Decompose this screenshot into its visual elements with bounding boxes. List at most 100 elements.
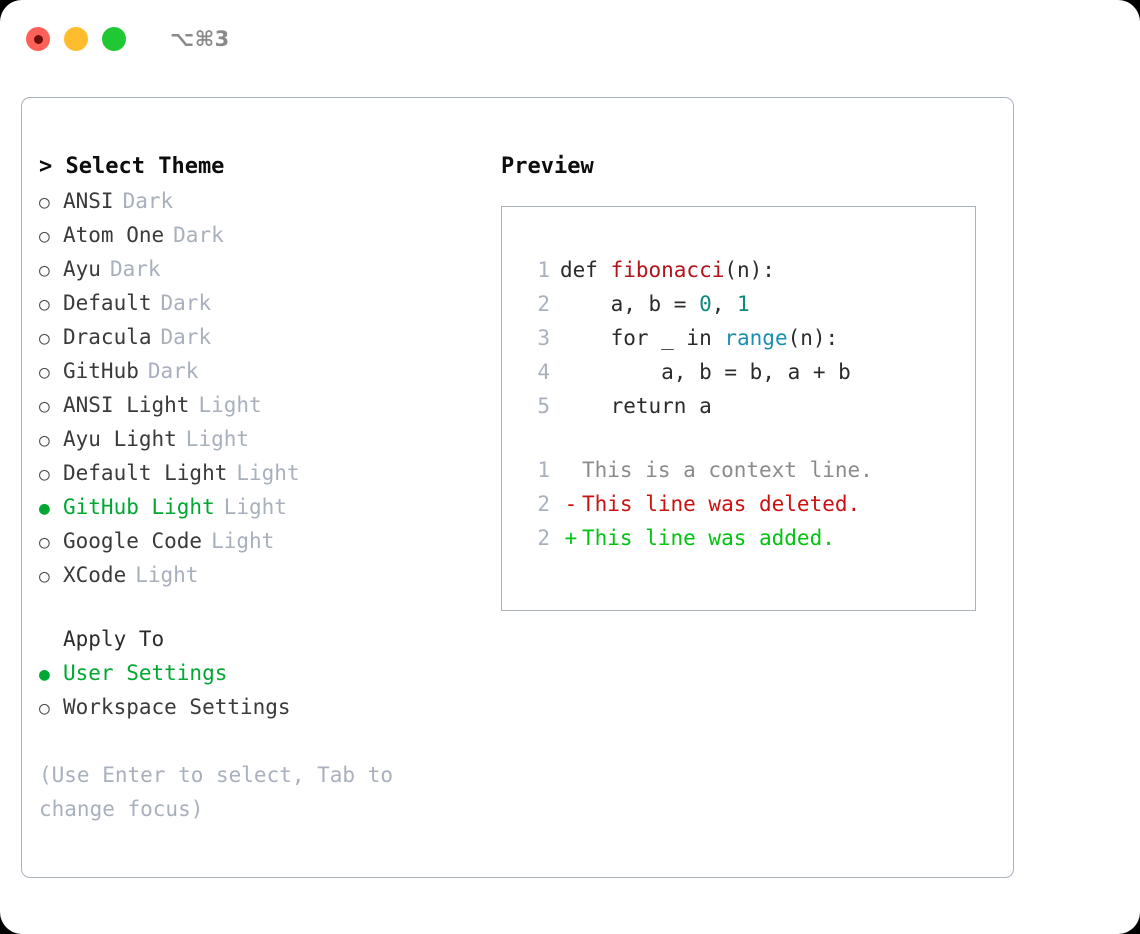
radio-unselected-icon: ○ xyxy=(39,328,50,349)
theme-option-tag: Light xyxy=(185,427,250,451)
section-spacer xyxy=(39,592,489,622)
code-token-plain: for _ in xyxy=(560,326,725,350)
theme-option-default-light[interactable]: ○ Default Light Light xyxy=(39,456,489,490)
theme-option-tag: Dark xyxy=(173,223,224,247)
theme-option-ayu-light[interactable]: ○ Ayu Light Light xyxy=(39,422,489,456)
code-line: 2 a, b = 0, 1 xyxy=(522,287,975,321)
diff-sample: 1 This is a context line.2-This line was… xyxy=(522,453,975,555)
window-controls xyxy=(26,27,126,51)
code-line-number: 3 xyxy=(537,326,550,350)
maximize-button-icon[interactable] xyxy=(102,27,126,51)
diff-line-context: 1 This is a context line. xyxy=(522,453,975,487)
radio-unselected-icon: ○ xyxy=(39,430,50,451)
apply-to-option-user-settings[interactable]: ● User Settings xyxy=(39,656,489,690)
keyboard-shortcut-label: ⌥⌘3 xyxy=(170,27,230,51)
apply-to-list[interactable]: ● User Settings ○ Workspace Settings xyxy=(39,656,489,724)
code-line-number: 4 xyxy=(537,360,550,384)
code-token-plain: (n): xyxy=(787,326,839,350)
apply-to-option-label: Workspace Settings xyxy=(63,695,291,719)
diff-line-text: This line was added. xyxy=(582,526,835,550)
radio-unselected-icon: ○ xyxy=(39,532,50,553)
code-token-plain: a, b = b, a + b xyxy=(560,360,851,384)
theme-option-label: GitHub Light xyxy=(63,495,215,519)
radio-unselected-icon: ○ xyxy=(39,396,50,417)
code-token-num: 0 xyxy=(699,292,712,316)
apply-to-title: Apply To xyxy=(63,627,165,651)
code-token-fn: fibonacci xyxy=(610,258,725,282)
theme-option-atom-one[interactable]: ○ Atom One Dark xyxy=(39,218,489,252)
theme-option-label: ANSI xyxy=(63,189,114,213)
theme-option-label: Google Code xyxy=(63,529,203,553)
theme-option-tag: Dark xyxy=(160,291,212,315)
diff-line-number: 2 xyxy=(537,526,550,550)
radio-unselected-icon: ○ xyxy=(39,566,50,587)
theme-option-label: Dracula xyxy=(63,325,152,349)
diff-line-text: This line was deleted. xyxy=(582,492,861,516)
theme-list-header: > Select Theme xyxy=(39,154,225,179)
theme-option-dracula[interactable]: ○ Dracula Dark xyxy=(39,320,489,354)
code-token-num: 1 xyxy=(737,292,750,316)
code-line: 5 return a xyxy=(522,389,975,423)
minimize-button-icon[interactable] xyxy=(64,27,88,51)
theme-option-label: Default xyxy=(63,291,152,315)
theme-option-label: ANSI Light xyxy=(63,393,190,417)
radio-unselected-icon: ○ xyxy=(39,192,50,213)
close-button-icon[interactable] xyxy=(26,27,50,51)
diff-spacer xyxy=(522,423,975,453)
theme-option-xcode[interactable]: ○ XCode Light xyxy=(39,558,489,592)
apply-to-option-label: User Settings xyxy=(63,661,228,685)
radio-unselected-icon: ○ xyxy=(39,362,50,383)
theme-option-tag: Dark xyxy=(160,325,212,349)
radio-unselected-icon: ○ xyxy=(39,260,50,281)
diff-marker-icon: - xyxy=(564,492,578,516)
theme-option-label: Ayu Light xyxy=(63,427,177,451)
theme-option-label: Default Light xyxy=(63,461,228,485)
code-token-plain: (n): xyxy=(724,258,775,282)
apply-to-option-workspace-settings[interactable]: ○ Workspace Settings xyxy=(39,690,489,724)
theme-option-tag: Light xyxy=(236,461,300,485)
diff-marker-icon: + xyxy=(564,526,578,550)
radio-unselected-icon: ○ xyxy=(39,464,50,485)
theme-option-tag: Light xyxy=(223,495,287,519)
theme-option-label: XCode xyxy=(63,563,127,587)
theme-option-tag: Dark xyxy=(147,359,199,383)
theme-option-tag: Dark xyxy=(109,257,161,281)
code-line: 3 for _ in range(n): xyxy=(522,321,975,355)
diff-marker-icon xyxy=(560,453,582,487)
code-line-text: def fibonacci(n): xyxy=(560,253,775,287)
code-line-text: a, b = 0, 1 xyxy=(560,287,750,321)
code-line-number: 5 xyxy=(537,394,550,418)
diff-line-number: 1 xyxy=(537,458,550,482)
code-line-text: for _ in range(n): xyxy=(560,321,839,355)
diff-line-del: 2-This line was deleted. xyxy=(522,487,975,521)
diff-line-text: This is a context line. xyxy=(582,458,873,482)
theme-option-tag: Light xyxy=(211,529,275,553)
preview-title: Preview xyxy=(501,154,594,179)
code-token-plain: a, b = xyxy=(560,292,700,316)
theme-option-google-code[interactable]: ○ Google Code Light xyxy=(39,524,489,558)
keyboard-hint-text: (Use Enter to select, Tab to change focu… xyxy=(39,763,406,821)
radio-unselected-icon: ○ xyxy=(39,698,50,719)
code-line: 4 a, b = b, a + b xyxy=(522,355,975,389)
theme-option-tag: Light xyxy=(135,563,199,587)
theme-option-label: GitHub xyxy=(63,359,139,383)
code-line-number: 1 xyxy=(537,258,550,282)
code-token-plain: return a xyxy=(560,394,712,418)
code-token-plain: , xyxy=(711,292,738,316)
theme-option-github[interactable]: ○ GitHub Dark xyxy=(39,354,489,388)
theme-option-label: Atom One xyxy=(63,223,165,247)
radio-selected-icon: ● xyxy=(39,664,50,685)
radio-unselected-icon: ○ xyxy=(39,226,50,247)
